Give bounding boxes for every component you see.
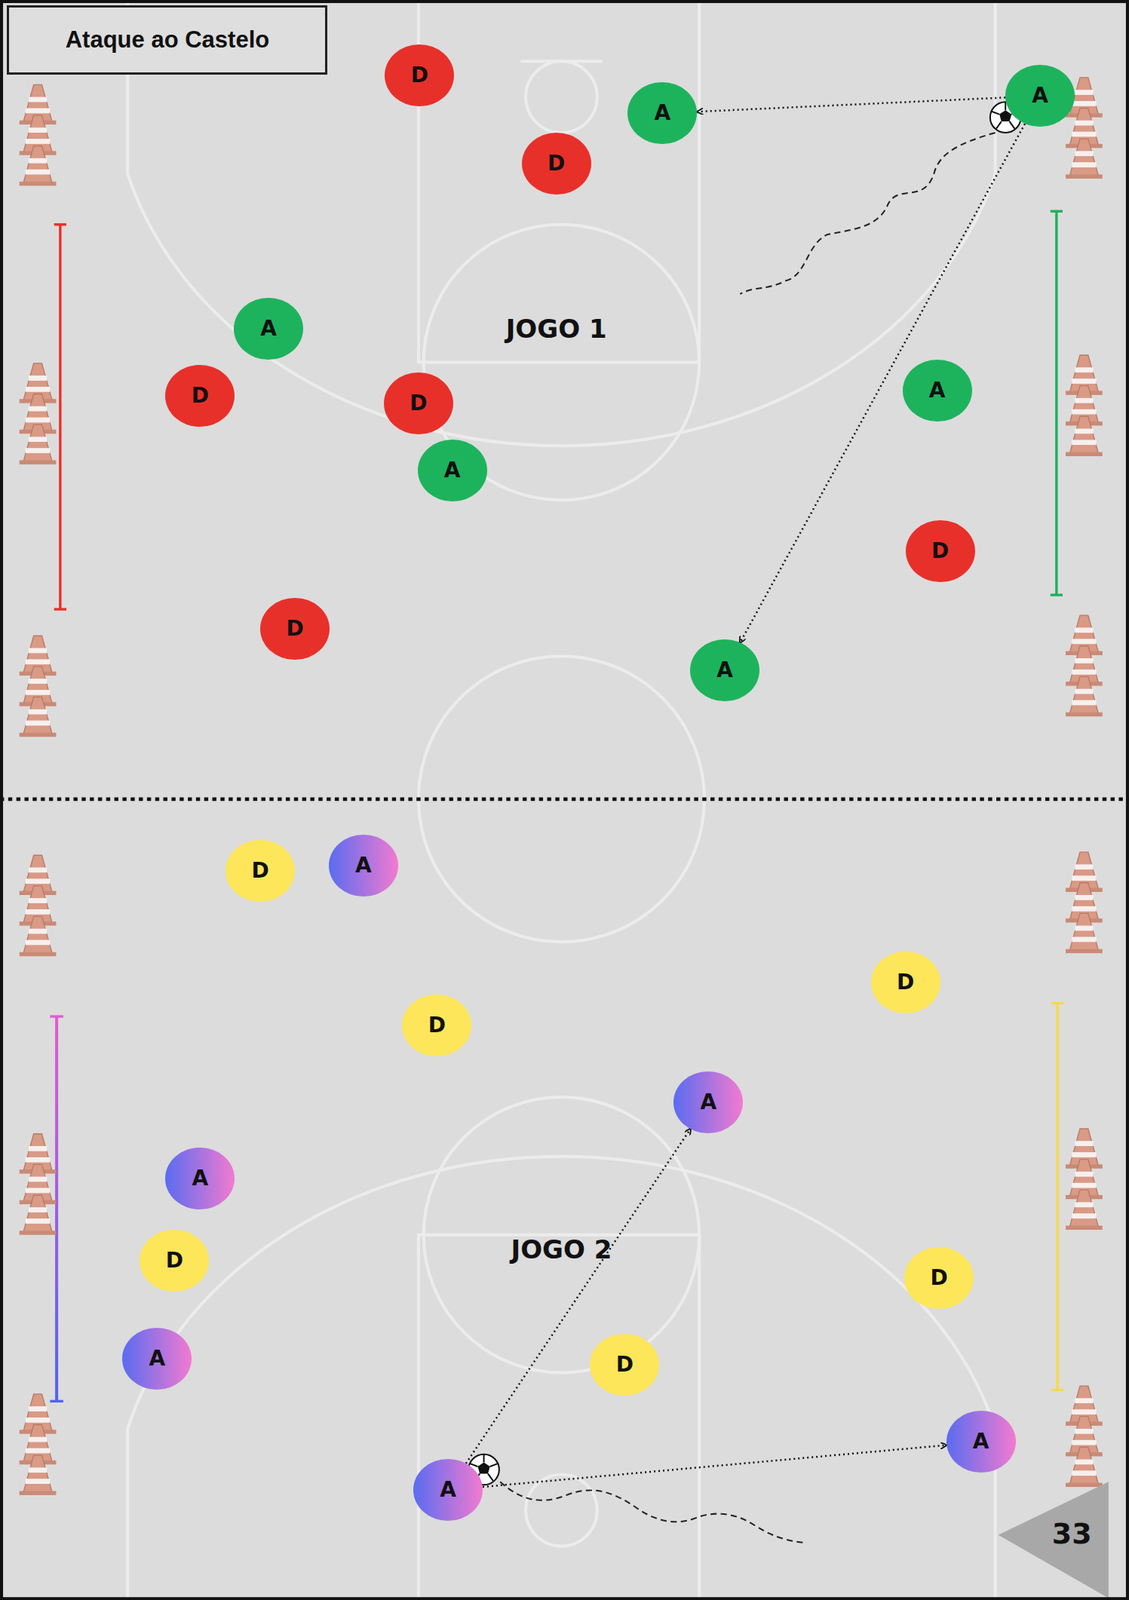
cone — [19, 1455, 57, 1496]
player-role: A — [699, 1092, 717, 1114]
player-role: D — [896, 972, 915, 994]
player-marker: A — [902, 359, 973, 422]
cone — [1065, 913, 1103, 954]
player-role: D — [930, 1267, 948, 1289]
player-role: A — [439, 1479, 457, 1501]
cone — [19, 1195, 57, 1236]
court-lines — [127, 0, 995, 1600]
player-marker: D — [589, 1334, 660, 1396]
player-role: D — [931, 540, 949, 562]
player-role: D — [547, 153, 565, 175]
player-marker: A — [233, 297, 304, 360]
pass-arrow — [466, 1129, 691, 1464]
player-marker: D — [383, 372, 454, 435]
player-marker: D — [904, 1247, 974, 1310]
player-marker: D — [384, 44, 455, 107]
cone — [19, 424, 57, 465]
player-marker: A — [673, 1071, 743, 1134]
player-marker: D — [401, 994, 472, 1057]
player-marker: A — [417, 439, 488, 502]
player-marker: D — [165, 365, 235, 427]
pass-arrow — [739, 123, 1025, 643]
cone — [19, 916, 57, 957]
player-role: A — [654, 102, 672, 124]
player-marker: A — [946, 1411, 1016, 1473]
cone — [1065, 1190, 1103, 1231]
cone — [1065, 676, 1103, 717]
player-role: A — [355, 855, 372, 877]
player-marker: D — [871, 951, 941, 1014]
title-box: Ataque ao Castelo — [6, 5, 328, 75]
player-marker: A — [328, 834, 399, 897]
game-divider — [0, 797, 1129, 801]
player-marker: A — [627, 82, 697, 145]
player-role: A — [191, 1168, 209, 1190]
player-marker: D — [905, 520, 976, 583]
player-marker: A — [1005, 64, 1075, 127]
player-marker: A — [165, 1147, 235, 1210]
player-role: A — [149, 1348, 166, 1370]
player-role: A — [929, 380, 946, 402]
title-text: Ataque ao Castelo — [65, 26, 270, 54]
player-marker: A — [413, 1459, 483, 1522]
player-marker: D — [260, 598, 330, 660]
player-role: D — [251, 860, 270, 882]
page-marker — [998, 1481, 1109, 1599]
player-marker: D — [139, 1230, 209, 1292]
player-role: D — [165, 1250, 184, 1272]
player-role: A — [444, 460, 461, 482]
player-role: D — [286, 618, 304, 640]
player-role: D — [409, 392, 427, 415]
cone-stacks — [19, 77, 1103, 1496]
player-role: D — [616, 1354, 634, 1376]
player-marker: D — [225, 840, 295, 902]
pass-arrow — [696, 97, 1006, 112]
cone — [19, 696, 57, 737]
player-marker: A — [690, 639, 760, 702]
game-label: JOGO 2 — [510, 1234, 612, 1265]
player-role: A — [972, 1431, 990, 1453]
cone — [19, 146, 57, 187]
player-role: D — [191, 385, 209, 407]
player-role: A — [260, 318, 277, 340]
page-number: 33 — [1052, 1517, 1093, 1551]
dribble-line — [500, 1481, 807, 1544]
cone — [1065, 138, 1103, 179]
cone — [1065, 416, 1103, 457]
player-role: A — [1031, 85, 1049, 107]
dribble-line — [739, 132, 995, 295]
pass-arrow — [482, 1445, 947, 1488]
cone — [1065, 1447, 1103, 1488]
team-bars — [49, 211, 1064, 1402]
player-role: D — [411, 64, 429, 86]
player-marker: A — [122, 1328, 192, 1390]
player-role: D — [428, 1015, 446, 1037]
player-marker: D — [521, 132, 592, 195]
game-label: JOGO 1 — [506, 313, 608, 344]
player-role: A — [716, 659, 734, 682]
